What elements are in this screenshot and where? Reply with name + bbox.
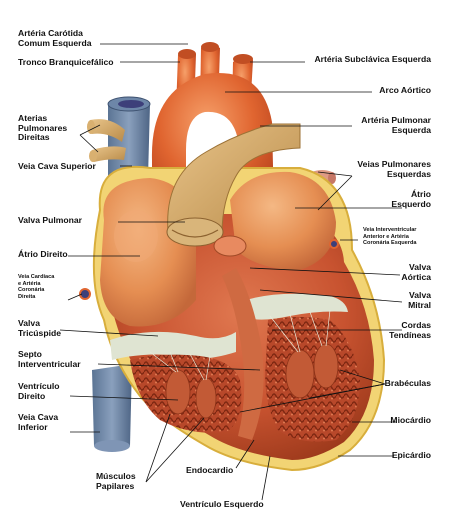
pointer-lines: [59, 43, 403, 501]
label-carotid-artery: Artéria Carótida Comum Esquerda: [18, 28, 92, 48]
coronary-vessel-marks: [79, 239, 339, 300]
label-left-pulmonary-veins: Veias Pulmonares Esquerdas: [357, 159, 431, 179]
papillary-muscles-shapes: [165, 343, 339, 419]
label-right-atrium: Átrio Direito: [18, 249, 68, 259]
label-endocardium: Endocardio: [186, 465, 234, 475]
label-right-pulmonary-arteries: Aterias Pulmonares Direitas: [18, 113, 68, 142]
label-aortic-valve: Valva Aórtica: [401, 262, 431, 282]
label-brachiocephalic-trunk: Tronco Branquicefálico: [18, 57, 114, 67]
label-myocardium: Miocárdio: [390, 415, 431, 425]
label-right-ventricle: Ventrículo Direito: [18, 381, 60, 401]
label-pulmonary-valve: Valva Pulmonar: [18, 215, 83, 225]
label-left-atrium: Átrio Esquerdo: [391, 189, 431, 209]
label-tendinous-cords: Cordas Tendíneas: [389, 320, 431, 340]
label-papillary-muscles: Músculos Papilares: [96, 471, 136, 491]
label-left-ventricle: Ventrículo Esquerdo: [180, 499, 264, 509]
mitral-valve-leaflets: [246, 293, 348, 320]
tricuspid-valve-leaflets: [110, 331, 236, 360]
label-cardiac-vein: Veia Cardíaca e Artéria Coronária Direit…: [18, 274, 55, 300]
label-epicardium: Epicárdio: [391, 450, 431, 460]
tendinous-cords-lines: [149, 309, 331, 381]
label-aortic-arch: Arco Aórtico: [379, 85, 431, 95]
label-tricuspid-valve: Valva Tricúspide: [18, 318, 61, 338]
interventricular-septum: [222, 268, 264, 440]
label-interventricular-vein: Veia Interventricular Anterior e Artéria…: [363, 227, 417, 247]
label-left-pulmonary-artery: Artéria Pulmonar Esquerda: [361, 115, 431, 135]
label-superior-vena-cava: Veia Cava Superior: [18, 161, 96, 171]
label-interventricular-septum: Septo Interventricular: [18, 349, 81, 369]
vena-cava-vessel: [92, 96, 151, 452]
label-mitral-valve: Valva Mitral: [408, 290, 431, 310]
left-atrium-chamber: [230, 171, 336, 270]
label-trabeculae: Brabéculas: [384, 378, 431, 388]
label-subclavian-artery: Artéria Subclávica Esquerda: [314, 54, 431, 64]
label-inferior-vena-cava: Veia Cava Inferior: [18, 412, 59, 432]
